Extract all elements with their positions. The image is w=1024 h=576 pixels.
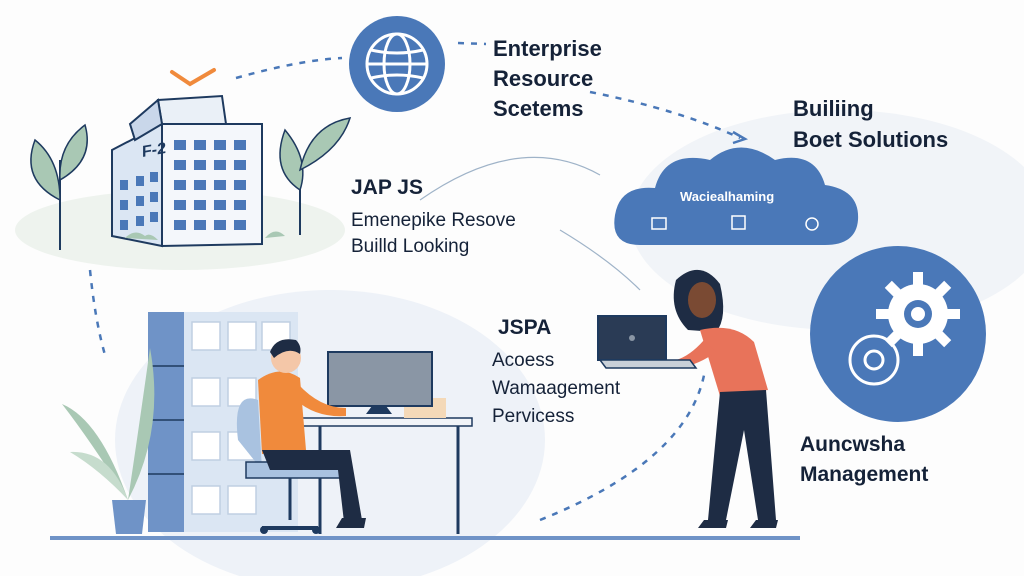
label-jap-js-line-1: Emenepike Resove xyxy=(351,210,516,231)
thin-arc-mid xyxy=(559,229,641,291)
label-building-solutions-line-1: Builiing xyxy=(793,96,874,121)
label-erp: Enterprise Resource Scetems xyxy=(493,34,602,124)
connector-building-plant xyxy=(88,269,107,356)
label-management-line-2: Management xyxy=(800,463,929,486)
connector-desk-woman xyxy=(539,369,707,522)
label-jap-js-heading: JAP JS xyxy=(351,176,423,199)
label-erp-line-2: Resource xyxy=(493,66,594,91)
monitor-icon xyxy=(327,351,433,414)
cloud-label: Waciealhaming xyxy=(680,189,775,204)
globe-icon xyxy=(349,16,445,112)
building-illustration xyxy=(111,94,285,248)
label-building-solutions-line-2: Boet Solutions xyxy=(793,127,949,152)
label-jspa-line-3: Pervicess xyxy=(492,406,575,427)
label-erp-line-1: Enterprise xyxy=(493,36,602,61)
label-jspa-line-1: Acoess xyxy=(492,350,555,371)
label-jap-js-line-2: Builld Looking xyxy=(351,236,470,257)
label-building-solutions: Builiing Boet Solutions xyxy=(793,93,948,155)
label-management: Auncwsha Management xyxy=(800,430,928,490)
chevron-accent-icon xyxy=(170,68,216,87)
laptop-icon xyxy=(597,315,698,369)
connector-globe-erp xyxy=(457,41,487,46)
label-management-line-1: Auncwsha xyxy=(800,433,906,456)
label-jap-js-body: Emenepike Resove Builld Looking xyxy=(351,208,516,260)
gear-icon xyxy=(810,246,986,422)
label-jspa-body: Acoess Wamaagement Pervicess xyxy=(492,347,620,431)
tree-right xyxy=(279,117,352,235)
tree-left xyxy=(30,123,88,250)
seated-man xyxy=(236,339,366,534)
connector-arrowhead xyxy=(732,130,749,145)
thin-arc-top xyxy=(419,156,601,201)
label-jspa-heading: JSPA xyxy=(498,316,552,339)
connector-building-globe xyxy=(235,56,343,80)
cloud-icon xyxy=(614,147,859,245)
label-erp-line-3: Scetems xyxy=(493,96,584,121)
standing-woman xyxy=(673,269,778,528)
label-jspa-line-2: Wamaagement xyxy=(492,378,621,399)
dashed-connectors xyxy=(88,41,741,522)
potted-plant xyxy=(62,348,155,534)
